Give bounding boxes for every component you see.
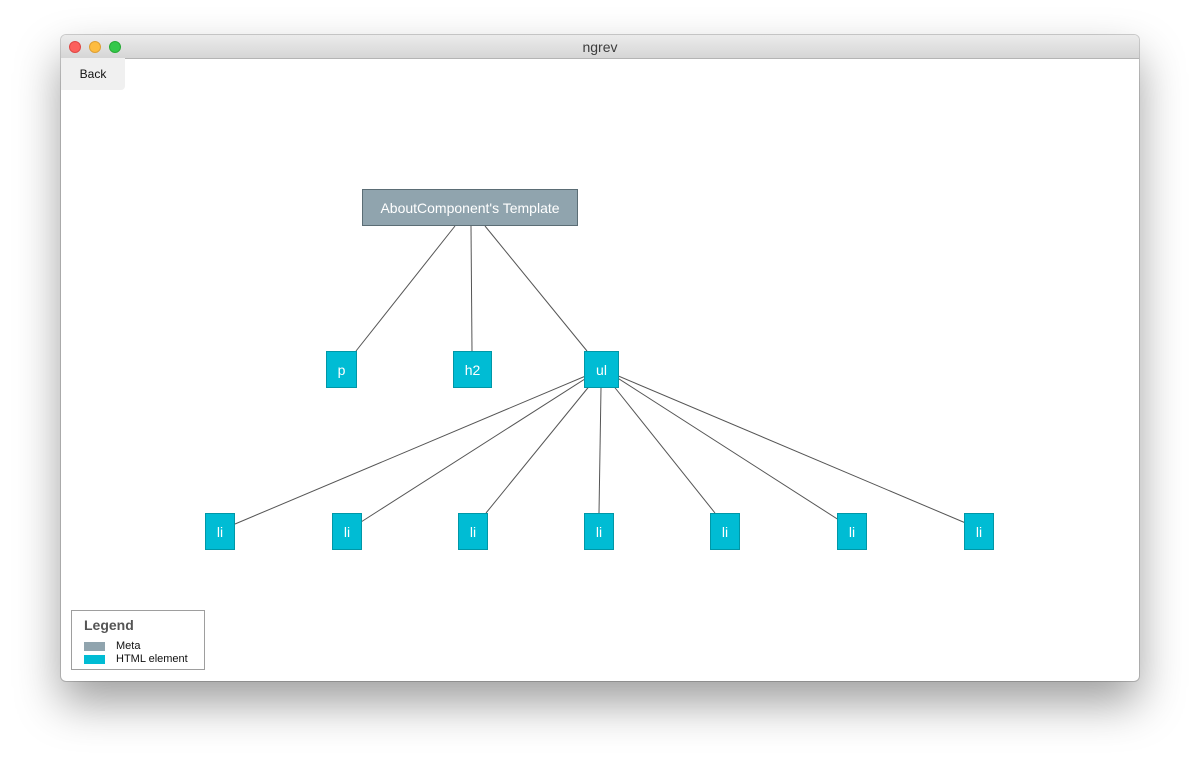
edge-ul-li-5 (611, 383, 716, 514)
node-li[interactable]: li (837, 513, 867, 550)
edge-ul-li-4 (598, 387, 602, 514)
legend-swatch-html-element (84, 654, 105, 664)
app-window: ngrev Back AboutComponent's Template p h… (61, 35, 1139, 681)
node-template-root[interactable]: AboutComponent's Template (362, 189, 578, 226)
zoom-window-button[interactable] (109, 41, 121, 53)
legend-title: Legend (84, 617, 134, 633)
node-h2[interactable]: h2 (453, 351, 492, 388)
legend-swatch-meta (84, 641, 105, 651)
title-bar: ngrev (61, 35, 1139, 59)
node-li[interactable]: li (710, 513, 740, 550)
edge-ul-li-2 (360, 376, 589, 523)
edge-root-h2 (470, 225, 473, 352)
legend-label: HTML element (116, 653, 188, 665)
edge-ul-li-6 (615, 376, 843, 523)
node-li[interactable]: li (964, 513, 994, 550)
edges-layer (234, 225, 969, 525)
node-li[interactable]: li (332, 513, 362, 550)
minimize-window-button[interactable] (89, 41, 101, 53)
edge-ul-li-1 (234, 374, 589, 525)
edge-root-ul (484, 225, 588, 352)
edge-ul-li-7 (615, 374, 969, 525)
legend-item-html-element: HTML element (84, 653, 188, 665)
back-button[interactable]: Back (61, 58, 125, 90)
node-li[interactable]: li (584, 513, 614, 550)
node-li[interactable]: li (458, 513, 488, 550)
node-li[interactable]: li (205, 513, 235, 550)
edge-root-p (355, 225, 456, 352)
window-title: ngrev (582, 39, 618, 55)
legend-item-meta: Meta (84, 640, 140, 652)
close-window-button[interactable] (69, 41, 81, 53)
node-ul[interactable]: ul (584, 351, 619, 388)
legend: Legend Meta HTML element (71, 610, 205, 670)
node-p[interactable]: p (326, 351, 357, 388)
legend-label: Meta (116, 640, 141, 652)
edge-ul-li-3 (485, 383, 592, 514)
